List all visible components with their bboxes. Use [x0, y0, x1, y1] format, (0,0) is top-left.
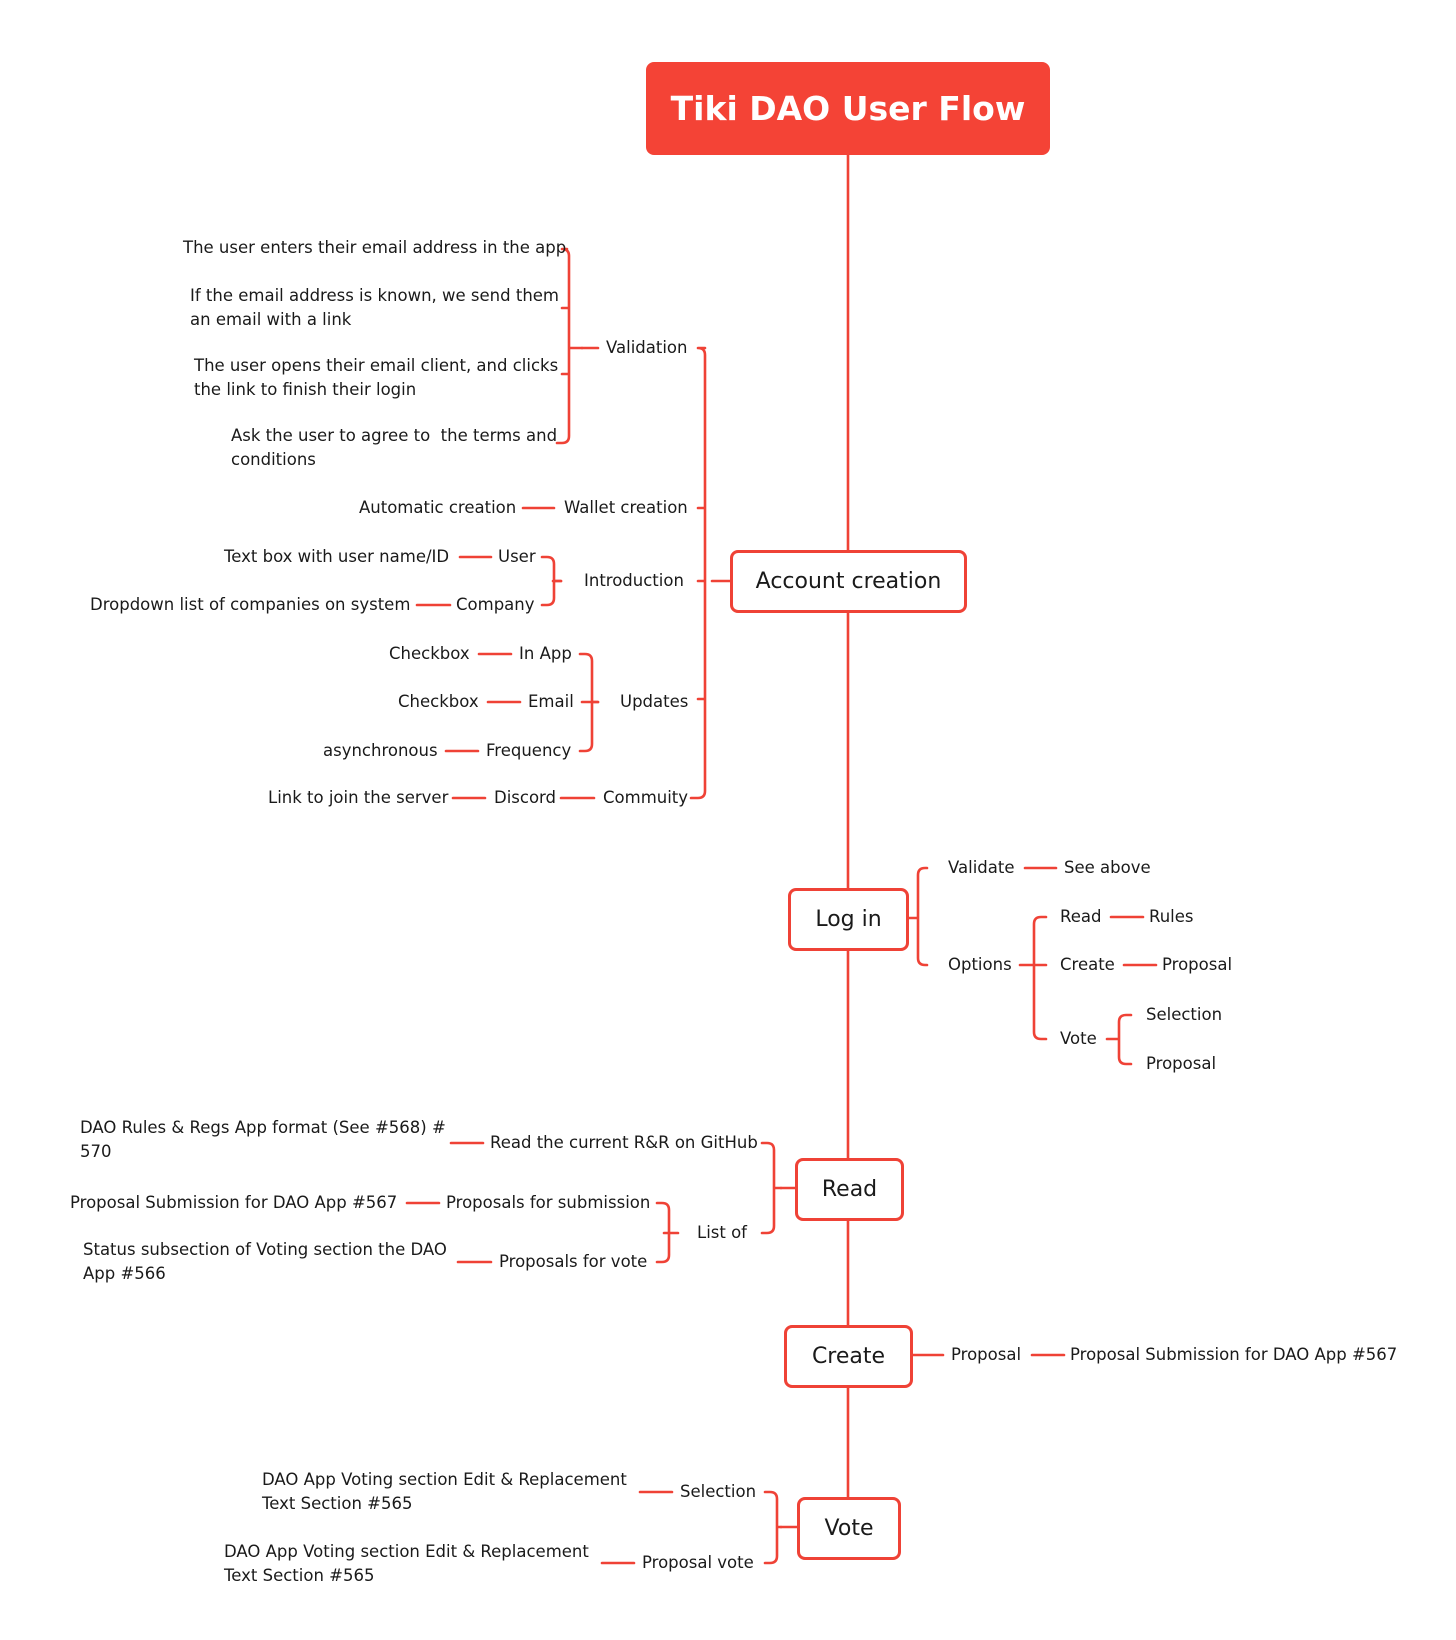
opt-create-label: Create [1060, 955, 1115, 974]
rr-detail: DAO Rules & Regs App format (See #568) #… [80, 1118, 446, 1161]
options-label: Options [948, 955, 1012, 974]
create-proposal-detail: Proposal Submission for DAO App #567 [1070, 1345, 1398, 1364]
submission-detail: Proposal Submission for DAO App #567 [70, 1193, 398, 1212]
login-bracket [907, 866, 929, 967]
vote-left-bracket [763, 1490, 783, 1565]
account-creation-node[interactable]: Account creation [730, 550, 967, 613]
vote-bracket [1105, 1013, 1133, 1066]
proposal-vote-detail: DAO App Voting section Edit & Replacemen… [224, 1542, 589, 1585]
updates-label: Updates [620, 692, 689, 711]
opt-vote-label: Vote [1060, 1029, 1097, 1048]
selection-label: Selection [680, 1482, 757, 1501]
validation-bracket [555, 247, 584, 445]
diagram-title: Tiki DAO User Flow [646, 62, 1050, 155]
email-detail: Checkbox [398, 692, 479, 711]
wallet-detail: Automatic creation [359, 498, 517, 517]
vote-list-detail: Status subsection of Voting section the … [83, 1240, 447, 1283]
introduction-bracket [540, 555, 563, 607]
user-label: User [498, 547, 536, 566]
validation-step-4: Ask the user to agree to the terms and c… [231, 426, 558, 469]
opt-create-detail: Proposal [1162, 955, 1233, 974]
options-bracket [1018, 915, 1048, 1041]
opt-vote-selection: Selection [1146, 1005, 1223, 1024]
opt-read-detail: Rules [1149, 907, 1194, 926]
submission-label: Proposals for submission [446, 1193, 651, 1212]
login-node[interactable]: Log in [788, 888, 909, 951]
introduction-label: Introduction [584, 571, 684, 590]
company-detail: Dropdown list of companies on system [90, 595, 411, 614]
discord-label: Discord [494, 788, 557, 807]
wallet-label: Wallet creation [564, 498, 688, 517]
proposal-vote-label: Proposal vote [642, 1553, 754, 1572]
listof-bracket [655, 1201, 680, 1264]
read-node[interactable]: Read [795, 1158, 904, 1221]
frequency-detail: asynchronous [323, 741, 438, 760]
validation-step-1: The user enters their email address in t… [183, 238, 567, 257]
opt-vote-proposal: Proposal [1146, 1054, 1217, 1073]
community-detail: Link to join the server [268, 788, 449, 807]
community-label: Commuity [603, 788, 689, 807]
company-label: Company [456, 595, 535, 614]
create-proposal-label: Proposal [951, 1345, 1022, 1364]
email-label: Email [528, 692, 574, 711]
validation-label: Validation [606, 338, 688, 357]
validation-step-3: The user opens their email client, and c… [194, 356, 559, 399]
user-detail: Text box with user name/ID [224, 547, 450, 566]
listof-label: List of [697, 1223, 747, 1242]
updates-bracket [578, 652, 600, 753]
create-node[interactable]: Create [784, 1325, 913, 1388]
vote-node[interactable]: Vote [797, 1497, 901, 1560]
validate-detail: See above [1064, 858, 1151, 877]
opt-read-label: Read [1060, 907, 1102, 926]
read-bracket [760, 1141, 783, 1235]
inapp-label: In App [519, 644, 572, 663]
frequency-label: Frequency [486, 741, 572, 760]
inapp-detail: Checkbox [389, 644, 470, 663]
selection-detail: DAO App Voting section Edit & Replacemen… [262, 1470, 627, 1513]
account-bracket [689, 346, 732, 800]
rr-label: Read the current R&R on GitHub [490, 1133, 758, 1152]
vote-list-label: Proposals for vote [499, 1252, 648, 1271]
validate-label: Validate [948, 858, 1015, 877]
validation-step-2: If the email address is known, we send t… [190, 286, 560, 329]
